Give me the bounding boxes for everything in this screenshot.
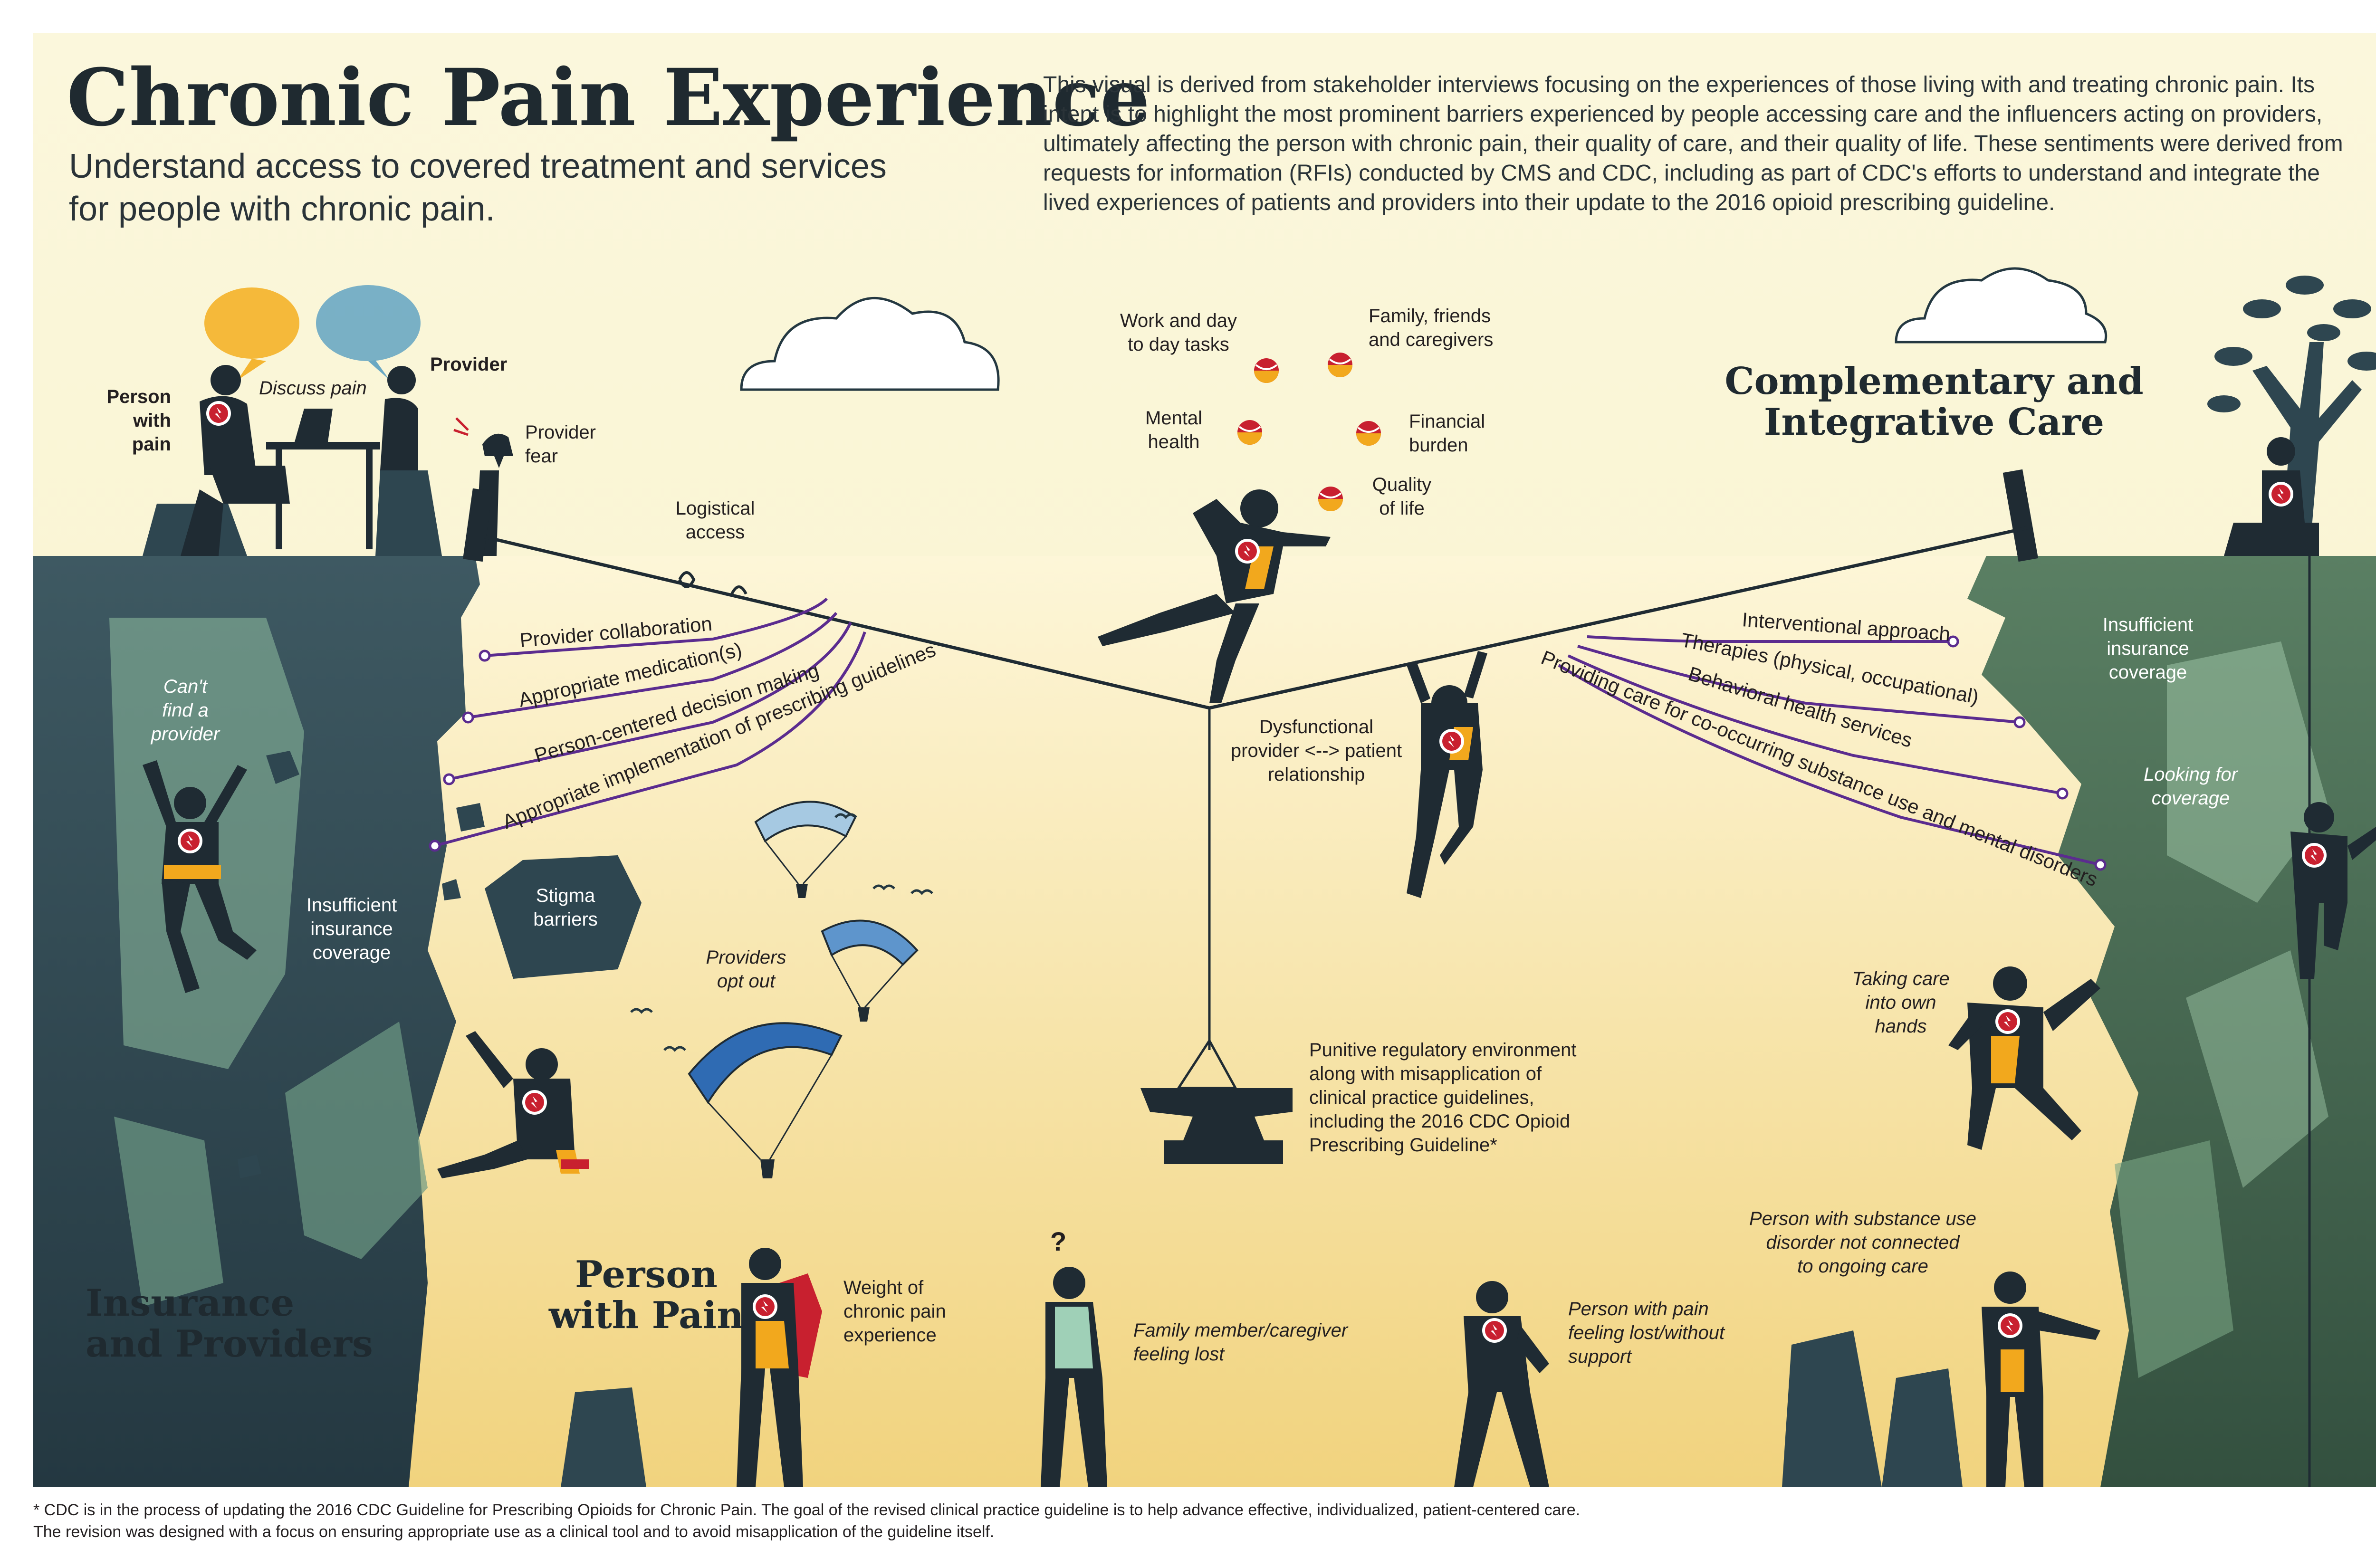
left-pole [463, 488, 493, 562]
label-person-feeling-lost: Person with pain feeling lost/without su… [1568, 1299, 1725, 1367]
hanging-badge [1439, 729, 1464, 754]
lost-person [1454, 1281, 1549, 1487]
juggler-badge [1235, 539, 1260, 564]
label-family-friends: Family, friends and caregivers [1369, 306, 1494, 350]
label-question-mark: ? [1050, 1226, 1067, 1256]
debris [238, 751, 485, 1178]
purple-endpoints-left [429, 650, 491, 852]
ball-work [1253, 357, 1280, 384]
label-looking-for-coverage: Looking for coverage [2144, 764, 2238, 809]
ball-family [1327, 352, 1353, 378]
label-financial-burden: Financial burden [1409, 411, 1485, 456]
label-weight-of-pain: Weight of chronic pain experience [843, 1277, 946, 1346]
parachute-3 [688, 1022, 843, 1178]
meditating-badge [2269, 482, 2293, 507]
desk-scene [143, 285, 513, 556]
label-insufficient-coverage-left: Insufficient insurance coverage [306, 895, 397, 963]
climber-left-lower-badge [522, 1090, 547, 1115]
climber-left-upper-badge [178, 829, 202, 853]
anvil [1140, 1038, 1293, 1164]
ball-mental [1236, 419, 1263, 446]
bottom-rocks [561, 1330, 1963, 1487]
juggler-figure [1098, 489, 1331, 703]
label-discuss-pain: Discuss pain [259, 378, 367, 399]
label-logistical-access: Logistical access [675, 498, 755, 543]
rope-knot [678, 571, 747, 595]
purple-lines-left [434, 597, 866, 847]
label-stigma-barriers: Stigma barriers [533, 885, 598, 930]
purple-lines-right [1558, 635, 2101, 866]
stigma-rock [485, 855, 642, 979]
parachute-1 [754, 801, 857, 898]
label-mental-health: Mental health [1145, 408, 1203, 452]
parachute-2 [821, 919, 919, 1022]
cloud-right [1895, 267, 2108, 344]
cloud-left [740, 296, 1000, 391]
label-sud-not-connected: Person with substance use disorder not c… [1749, 1208, 1977, 1277]
label-person-with-pain: Person with pain [106, 386, 171, 455]
family-member [1041, 1267, 1107, 1487]
section-person-with-pain: Person with Pain [548, 1253, 744, 1337]
label-taking-care: Taking care into own hands [1852, 968, 1950, 1037]
right-pole [2002, 469, 2039, 562]
sud-badge [1998, 1313, 2022, 1338]
sud-person [1982, 1272, 2100, 1487]
page-title: Chronic Pain Experience [67, 51, 1150, 143]
section-complementary-care: Complementary and Integrative Care [1725, 360, 2144, 444]
climber-right-lower [1948, 966, 2100, 1150]
label-provider: Provider [430, 354, 508, 375]
label-punitive-environment: Punitive regulatory environment along wi… [1309, 1040, 1577, 1156]
label-insufficient-coverage-right: Insufficient insurance coverage [2102, 614, 2194, 683]
climber-right-lower-badge [1995, 1009, 2020, 1034]
label-provider-fear: Provider fear [525, 422, 596, 467]
intro-paragraph: This visual is derived from stakeholder … [1043, 72, 2343, 215]
purple-endpoints-right [1947, 635, 2107, 871]
label-dysfunctional-relationship: Dysfunctional provider <--> patient rela… [1230, 717, 1402, 785]
lost-person-badge [1482, 1318, 1507, 1343]
tree [2207, 276, 2376, 556]
ball-quality [1317, 486, 1344, 512]
climber-right-upper-badge [2302, 843, 2327, 868]
label-cant-find-provider: Can't find a provider [151, 676, 220, 745]
section-insurance-providers: Insurance and Providers [86, 1281, 373, 1366]
backpack-person [737, 1248, 822, 1487]
label-work-tasks: Work and day to day tasks [1120, 310, 1237, 355]
label-family-feeling-lost: Family member/caregiver feeling lost [1133, 1320, 1348, 1365]
climber-right-upper [2290, 802, 2376, 979]
label-providers-opt-out: Providers opt out [706, 947, 786, 992]
person-pain-badge [206, 401, 231, 426]
footnote: * CDC is in the process of updating the … [33, 1501, 1581, 1541]
page-subtitle: Understand access to covered treatment a… [69, 147, 887, 228]
label-quality-of-life: Quality of life [1372, 474, 1432, 519]
climber-left-lower [437, 1031, 589, 1178]
ball-financial [1355, 420, 1382, 447]
